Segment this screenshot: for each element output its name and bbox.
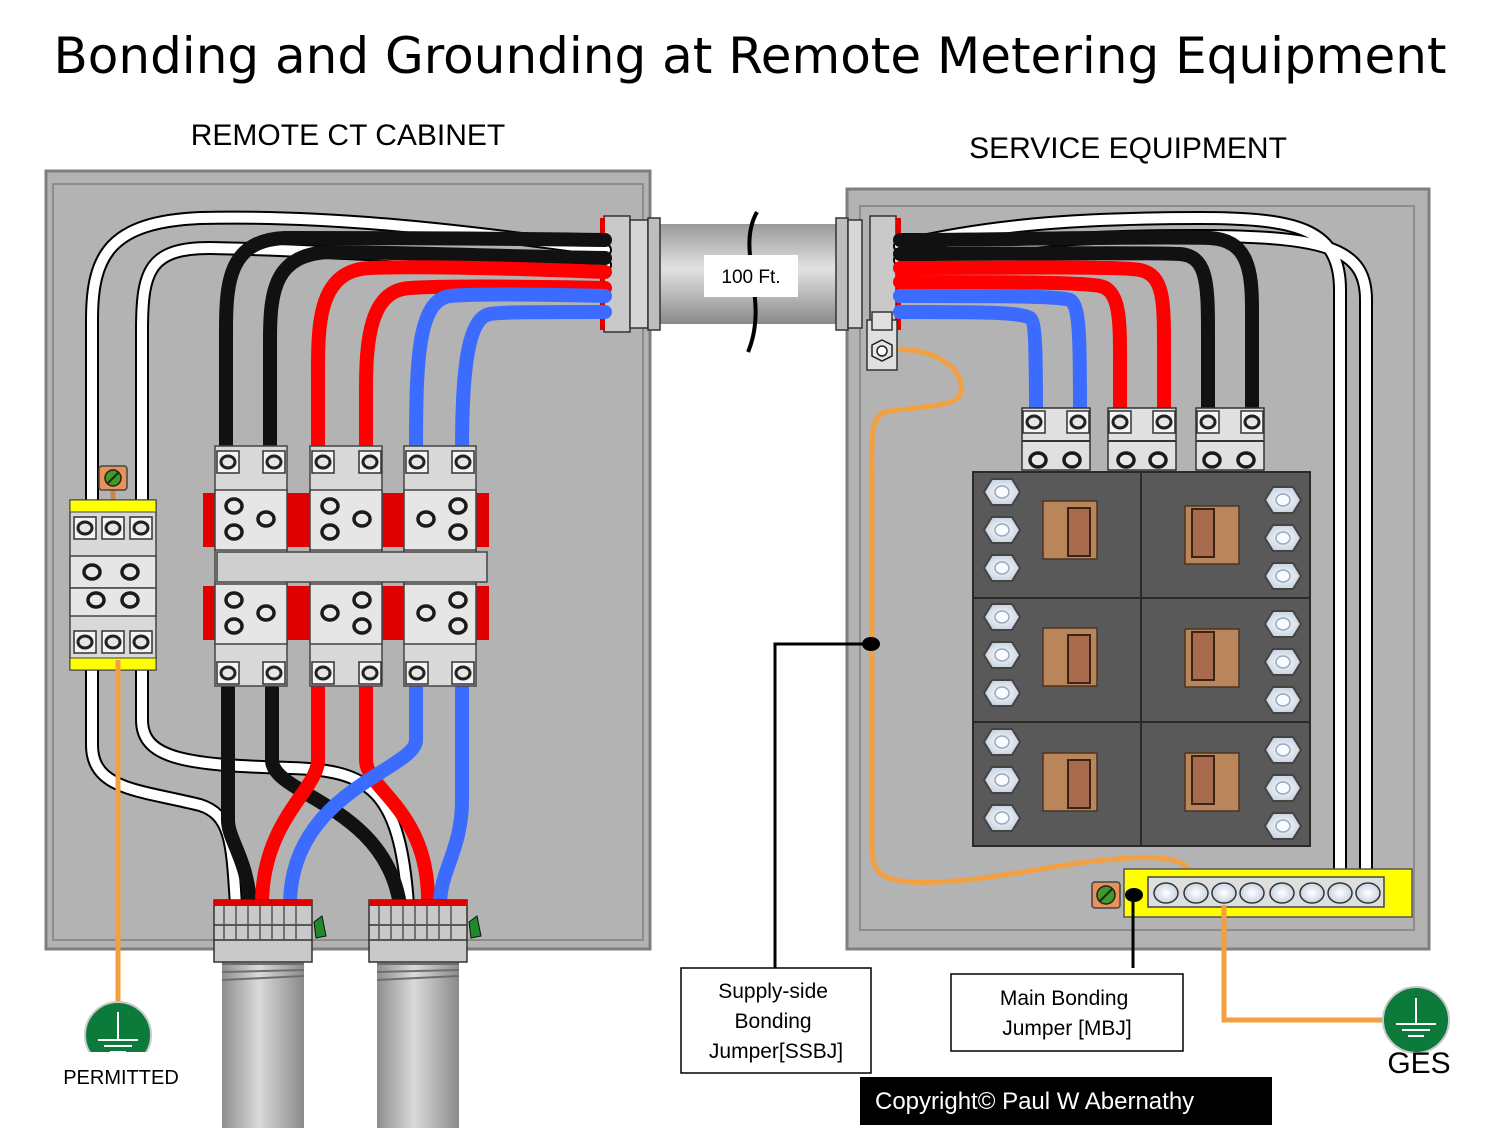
left-heading: REMOTE CT CABINET [191, 119, 505, 152]
ct-terminal-blocks [203, 445, 489, 687]
mbj-line-1: Main Bonding [1000, 987, 1128, 1010]
svg-text:Supply-side Bonding: Supply-side Bonding Jumper[SSBJ] [709, 980, 843, 1063]
ssbj-leader [773, 637, 880, 968]
mbj-callout: Main Bonding Jumper [MBJ] [950, 973, 1184, 1052]
line-terminals [1021, 407, 1265, 471]
bottom-conduit-right [368, 899, 482, 1128]
ssbj-conductor [869, 346, 1195, 886]
bonding-lug [866, 311, 898, 371]
ground-screw-icon [1091, 881, 1121, 909]
ssbj-callout: Supply-side Bonding Jumper[SSBJ] [680, 967, 872, 1074]
lug-nut-icon [1153, 882, 1381, 904]
copyright-banner: Copyright© Paul W Abernathy [860, 1077, 1272, 1125]
diagram-title: Bonding and Grounding at Remote Metering… [53, 27, 1446, 85]
mbj-line-2: Jumper [MBJ] [1002, 1017, 1132, 1040]
bottom-conduit-left [213, 899, 327, 1128]
ground-symbol-icon [1382, 986, 1450, 1054]
ground-symbol-icon [80, 1001, 160, 1074]
raceway-100ft: 100 Ft. [656, 211, 836, 353]
neutral-bar [1091, 868, 1413, 918]
gec-conductor [1221, 905, 1395, 1023]
breaker-panel [972, 471, 1311, 847]
right-ground-label: GES [1387, 1047, 1450, 1080]
left-ground-label: PERMITTED [63, 1067, 179, 1089]
left-neutral-terminal [69, 465, 157, 671]
mbj-leader [1125, 888, 1143, 968]
ssbj-line-2: Bonding [735, 1010, 812, 1033]
svg-text:Main Bonding Jumper [MBJ: Main Bonding Jumper [MBJ] [1000, 987, 1134, 1040]
ground-screw-icon [98, 465, 128, 491]
copyright-text: Copyright© Paul W Abernathy [875, 1088, 1194, 1115]
right-heading: SERVICE EQUIPMENT [969, 132, 1287, 165]
left-conductors [85, 210, 612, 912]
raceway-length-label: 100 Ft. [721, 267, 780, 288]
right-conductors [893, 211, 1373, 887]
ssbj-line-1: Supply-side [718, 980, 828, 1003]
ssbj-line-3: Jumper[SSBJ] [709, 1040, 843, 1063]
